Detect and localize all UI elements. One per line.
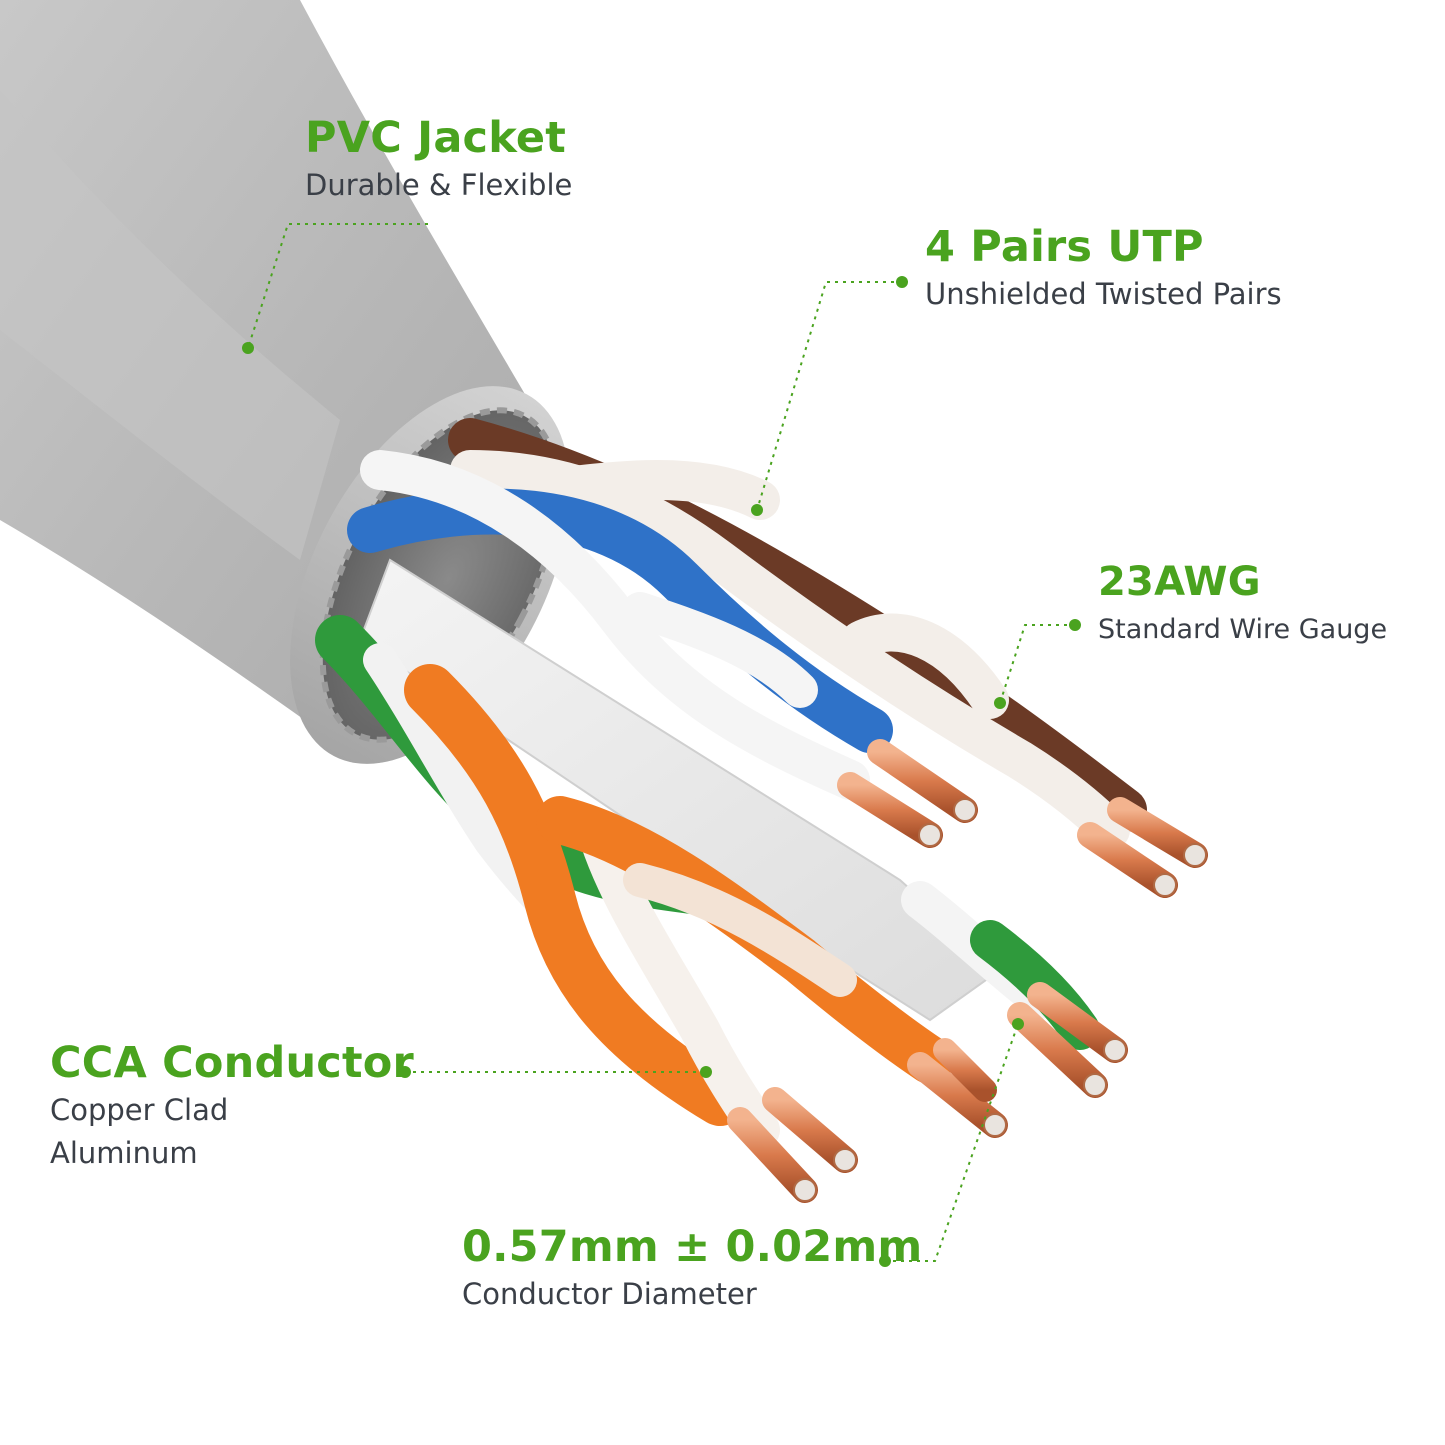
conductor-orange-2 xyxy=(933,1038,997,1102)
leader-utp xyxy=(756,281,902,511)
callout-description: Conductor Diameter xyxy=(462,1277,757,1311)
callout-dot-icon xyxy=(1012,1018,1024,1030)
callout-title: 23AWG xyxy=(1098,559,1261,605)
callout-pvc-jacket: PVC Jacket Durable & Flexible xyxy=(305,112,572,207)
callout-awg: 23AWG Standard Wire Gauge xyxy=(1098,556,1387,651)
callout-description: Durable & Flexible xyxy=(305,168,573,202)
conductor-blue-white xyxy=(837,772,943,848)
conductor-green xyxy=(1027,982,1128,1063)
twisted-pairs xyxy=(315,418,1147,1150)
leader-diameter xyxy=(885,1023,1019,1262)
conductor-green-white xyxy=(1007,1002,1108,1098)
callout-dots xyxy=(242,276,1081,1267)
conductor-orange-white xyxy=(727,1107,818,1203)
conductor-orange-white-2 xyxy=(762,1087,858,1173)
callout-title: 0.57mm ± 0.02mm xyxy=(462,1222,923,1272)
callout-title: CCA Conductor xyxy=(50,1038,414,1088)
conductor-orange xyxy=(907,1052,1008,1138)
callout-description: Standard Wire Gauge xyxy=(1098,614,1388,645)
callout-dot-icon xyxy=(399,1066,411,1078)
callout-utp: 4 Pairs UTP Unshielded Twisted Pairs xyxy=(925,221,1282,316)
copper-conductors xyxy=(727,739,1208,1203)
conductor-brown xyxy=(1107,797,1208,868)
callout-description: Copper Clad Aluminum xyxy=(50,1089,414,1175)
callout-dot-icon xyxy=(1069,619,1081,631)
orange-wire xyxy=(404,664,746,1126)
callout-dot-icon xyxy=(879,1255,891,1267)
callout-title: 4 Pairs UTP xyxy=(925,222,1204,272)
callout-dot-icon xyxy=(751,504,763,516)
leader-awg xyxy=(999,624,1075,704)
callout-dot-icon xyxy=(700,1066,712,1078)
callout-title: PVC Jacket xyxy=(305,113,566,163)
callout-leaders xyxy=(247,223,1075,1262)
callout-dot-icon xyxy=(994,697,1006,709)
orange-white-wire xyxy=(580,820,780,1150)
blue-white-wire xyxy=(360,450,870,800)
callout-diameter: 0.57mm ± 0.02mm Conductor Diameter xyxy=(462,1221,922,1316)
callout-cca-conductor: CCA Conductor Copper Clad Aluminum xyxy=(50,1037,414,1175)
conductor-blue xyxy=(867,739,978,823)
callout-description-line: Aluminum xyxy=(50,1136,198,1170)
callout-description: Unshielded Twisted Pairs xyxy=(925,277,1282,311)
callout-dot-icon xyxy=(242,342,254,354)
conductor-brown-white xyxy=(1077,822,1178,898)
callout-dot-icon xyxy=(896,276,908,288)
leader-pvc xyxy=(247,223,428,349)
callout-description-line: Copper Clad xyxy=(50,1093,229,1127)
